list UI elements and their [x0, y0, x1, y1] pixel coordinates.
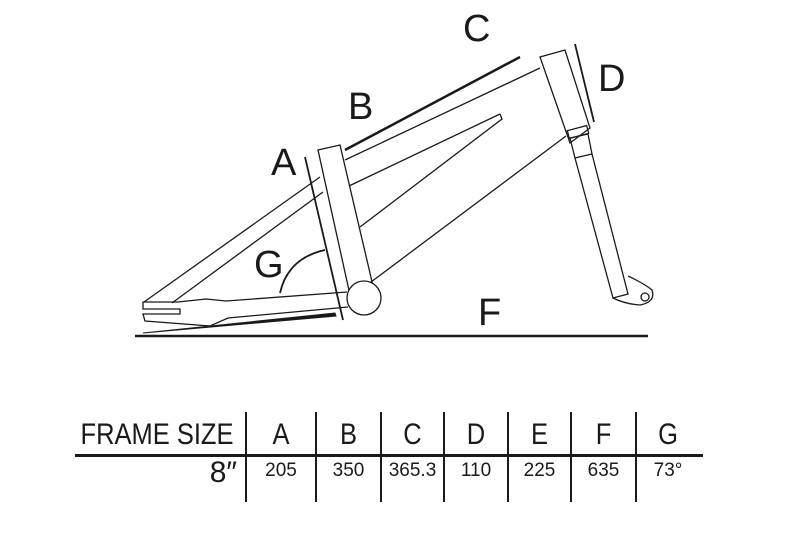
header-c: C	[403, 418, 422, 451]
head-tube	[539, 49, 591, 145]
header-e: E	[530, 418, 548, 451]
top-tube-lower	[348, 113, 501, 187]
dimension-b-line	[344, 55, 521, 152]
top-tube-upper	[344, 67, 541, 161]
label-f: F	[478, 292, 502, 334]
column-divider	[245, 412, 247, 502]
column-divider	[635, 412, 637, 502]
seat-stay-inner	[171, 191, 324, 304]
fork-crown-lower	[569, 133, 593, 159]
column-divider	[380, 412, 382, 502]
dimension-a-line	[304, 156, 344, 321]
fork-axle	[640, 292, 650, 302]
down-tube	[370, 135, 567, 283]
rear-dropout	[142, 301, 349, 327]
seat-stay-outer	[143, 176, 321, 303]
label-b: B	[348, 86, 374, 128]
label-a: A	[271, 142, 297, 184]
value-e: 225	[523, 460, 556, 481]
header-f: F	[595, 418, 612, 451]
value-f: 635	[587, 460, 620, 481]
value-b: 350	[332, 460, 365, 481]
header-d: D	[466, 418, 486, 451]
seat-tube	[317, 144, 374, 296]
column-divider	[315, 412, 317, 502]
value-d: 110	[460, 460, 492, 481]
table-divider	[75, 454, 703, 457]
bottom-bracket	[346, 280, 382, 316]
header-frame-size: FRAME SIZE	[80, 418, 234, 451]
value-c: 365.3	[388, 460, 437, 481]
chainstay-top	[177, 291, 348, 303]
header-g: G	[658, 418, 678, 451]
column-divider	[507, 412, 509, 502]
angle-g-arc	[279, 249, 326, 294]
label-d: D	[598, 58, 626, 100]
label-c: C	[463, 8, 491, 50]
header-b: B	[339, 418, 357, 451]
label-g: G	[254, 244, 284, 286]
gusset	[359, 113, 503, 228]
column-divider	[570, 412, 572, 502]
value-a: 205	[265, 460, 297, 481]
value-frame-size: 8″	[209, 456, 237, 489]
header-a: A	[272, 418, 290, 451]
fork-leg	[574, 153, 629, 299]
frame-size-table: FRAME SIZE A B C D E F G 8″ 205 350 365.…	[75, 410, 705, 502]
column-divider	[443, 412, 445, 502]
dimension-d-line	[574, 43, 595, 123]
value-g: 73°	[653, 460, 683, 481]
dimension-e-line	[142, 312, 337, 334]
fork-dropout	[612, 275, 654, 306]
